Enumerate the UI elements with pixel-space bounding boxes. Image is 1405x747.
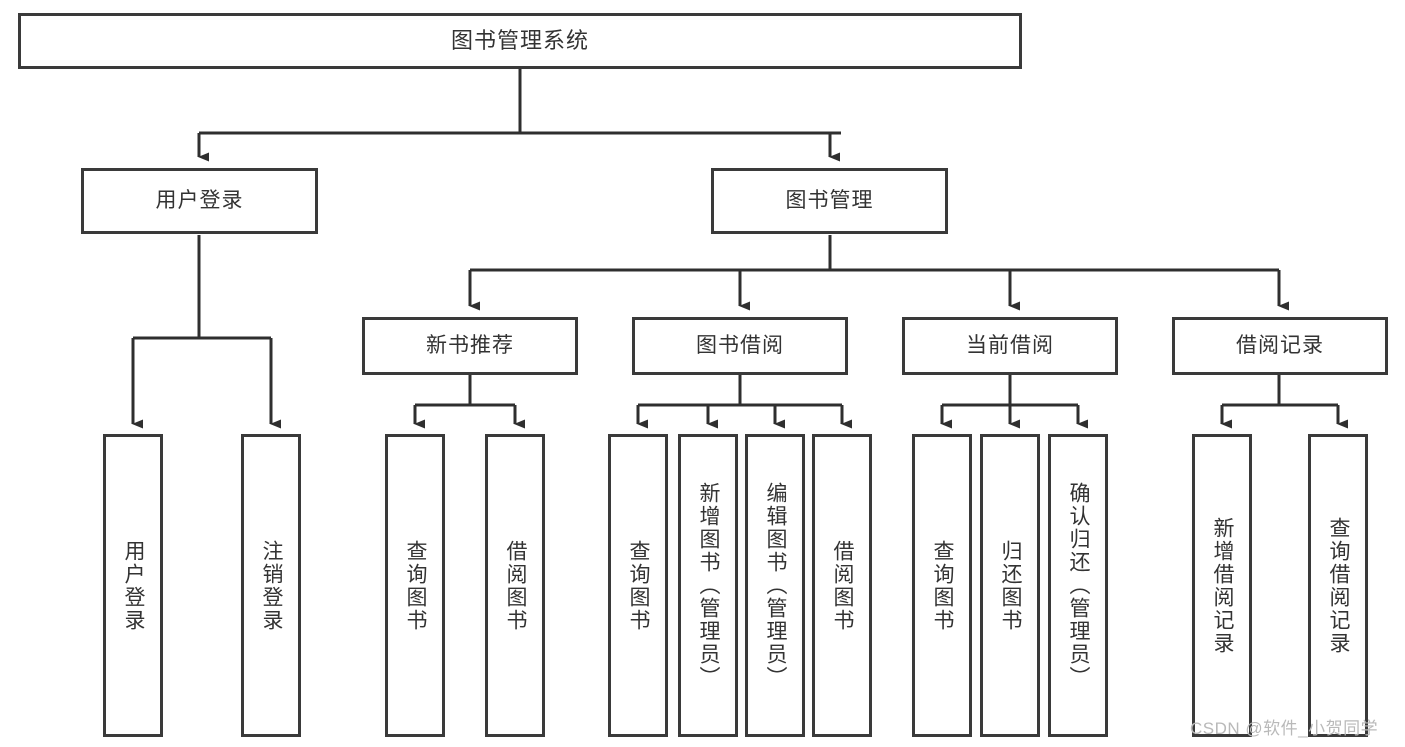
node-leaf-logout[interactable]: 注销登录 xyxy=(241,434,301,737)
node-leaf-query-book-3-label: 查询图书 xyxy=(931,539,955,632)
node-new-book-recommend[interactable]: 新书推荐 xyxy=(362,317,578,375)
node-leaf-borrow-book-1-label: 借阅图书 xyxy=(504,539,528,632)
node-leaf-confirm-return-label: 确认归还（管理员） xyxy=(1067,482,1091,689)
node-leaf-query-book-2-label: 查询图书 xyxy=(627,539,651,632)
node-current-borrow[interactable]: 当前借阅 xyxy=(902,317,1118,375)
node-leaf-query-record-label: 查询借阅记录 xyxy=(1327,516,1351,655)
node-leaf-return-book[interactable]: 归还图书 xyxy=(980,434,1040,737)
node-leaf-user-login-label: 用户登录 xyxy=(122,539,146,632)
node-new-book-recommend-label: 新书推荐 xyxy=(426,333,514,357)
node-leaf-logout-label: 注销登录 xyxy=(260,539,284,632)
node-borrow-record-label: 借阅记录 xyxy=(1236,333,1324,357)
node-leaf-edit-book[interactable]: 编辑图书（管理员） xyxy=(745,434,805,737)
node-book-manage-label: 图书管理 xyxy=(785,188,874,212)
node-book-borrow-label: 图书借阅 xyxy=(696,333,784,357)
node-root-label: 图书管理系统 xyxy=(450,28,589,54)
node-current-borrow-label: 当前借阅 xyxy=(966,333,1054,357)
node-leaf-query-book-1-label: 查询图书 xyxy=(404,539,428,632)
node-leaf-query-book-3[interactable]: 查询图书 xyxy=(912,434,972,737)
node-root[interactable]: 图书管理系统 xyxy=(18,13,1022,69)
node-leaf-borrow-book-2[interactable]: 借阅图书 xyxy=(812,434,872,737)
node-book-borrow[interactable]: 图书借阅 xyxy=(632,317,848,375)
node-leaf-confirm-return[interactable]: 确认归还（管理员） xyxy=(1048,434,1108,737)
node-leaf-query-book-2[interactable]: 查询图书 xyxy=(608,434,668,737)
node-leaf-query-record[interactable]: 查询借阅记录 xyxy=(1308,434,1368,737)
node-leaf-edit-book-label: 编辑图书（管理员） xyxy=(764,482,788,689)
node-user-login[interactable]: 用户登录 xyxy=(81,168,318,234)
node-leaf-borrow-book-1[interactable]: 借阅图书 xyxy=(485,434,545,737)
node-leaf-borrow-book-2-label: 借阅图书 xyxy=(831,539,855,632)
node-borrow-record[interactable]: 借阅记录 xyxy=(1172,317,1388,375)
watermark: CSDN @软件_小贺同学 xyxy=(1190,719,1379,738)
node-leaf-add-book[interactable]: 新增图书（管理员） xyxy=(678,434,738,737)
node-leaf-add-book-label: 新增图书（管理员） xyxy=(697,482,721,689)
node-leaf-user-login[interactable]: 用户登录 xyxy=(103,434,163,737)
node-book-manage[interactable]: 图书管理 xyxy=(711,168,948,234)
node-leaf-add-record-label: 新增借阅记录 xyxy=(1211,516,1235,655)
node-leaf-return-book-label: 归还图书 xyxy=(999,539,1023,632)
node-user-login-label: 用户登录 xyxy=(155,188,244,212)
node-leaf-query-book-1[interactable]: 查询图书 xyxy=(385,434,445,737)
node-leaf-add-record[interactable]: 新增借阅记录 xyxy=(1192,434,1252,737)
